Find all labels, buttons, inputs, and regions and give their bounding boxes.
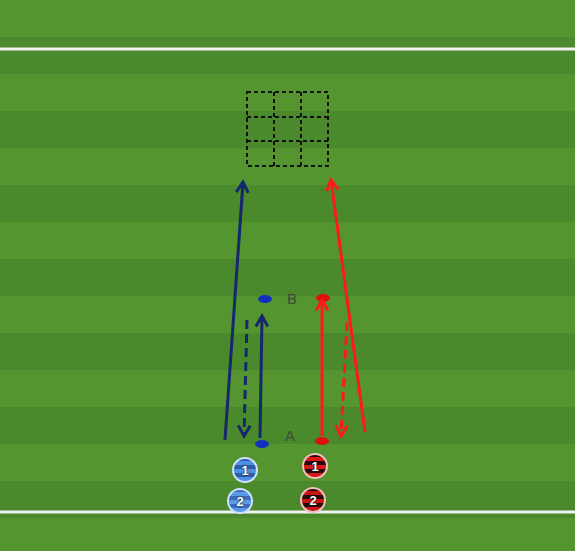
cone-label: A xyxy=(285,428,295,443)
run-arrow xyxy=(321,300,324,436)
run-arrow xyxy=(260,316,262,438)
player-token: 1 xyxy=(302,453,328,479)
player-token: 2 xyxy=(227,488,253,514)
pass-arrow xyxy=(244,320,247,436)
cone xyxy=(255,440,269,448)
player-number: 2 xyxy=(309,494,316,507)
cone xyxy=(258,295,272,303)
pass-arrow xyxy=(341,322,347,436)
run-arrow xyxy=(331,180,365,432)
player-token: 1 xyxy=(232,457,258,483)
player-number: 2 xyxy=(236,495,243,508)
player-token: 2 xyxy=(300,487,326,513)
pitch-line xyxy=(0,511,575,514)
cone xyxy=(315,437,329,445)
movement-arrows xyxy=(225,180,365,440)
player-number: 1 xyxy=(241,464,248,477)
player-number: 1 xyxy=(311,460,318,473)
pitch-line xyxy=(0,48,575,51)
run-arrow xyxy=(225,182,243,440)
target-grid xyxy=(247,92,328,166)
cone-label: B xyxy=(287,291,297,306)
